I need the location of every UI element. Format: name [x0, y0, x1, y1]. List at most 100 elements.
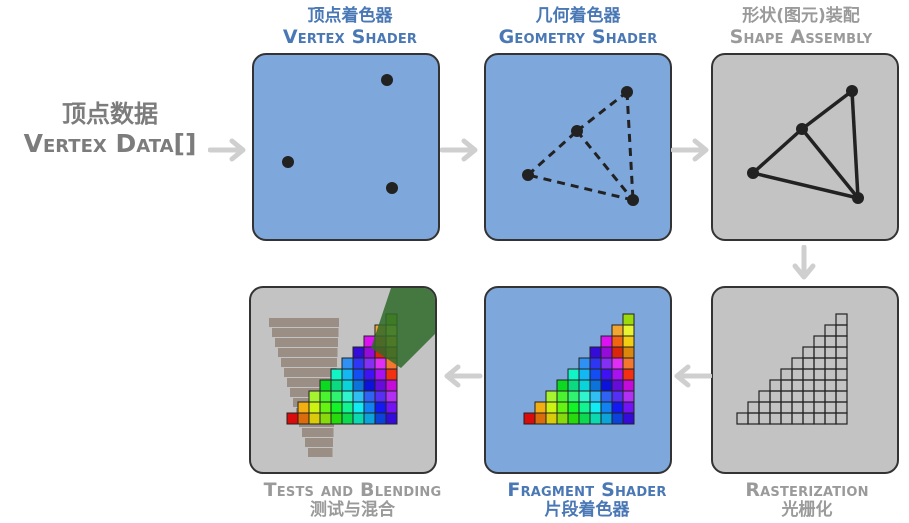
fragment-cell	[611, 368, 624, 381]
raster-cell	[791, 390, 804, 403]
geometry-vertex	[627, 194, 639, 206]
raster-cell	[802, 390, 815, 403]
raster-cell	[780, 368, 793, 381]
vertex-data-zh: 顶点数据	[62, 100, 158, 128]
blended-cell	[341, 401, 354, 414]
occluded-fragment	[305, 438, 333, 447]
blended-cell	[363, 401, 376, 414]
geometry-shader-zh: 几何着色器	[535, 6, 621, 26]
fragment-shader-title: Fragment Shader 片段着色器	[482, 481, 692, 519]
fragment-cell	[622, 324, 635, 337]
fragment-cell	[622, 335, 635, 348]
blended-cell	[385, 368, 398, 381]
fragment-cell	[622, 313, 635, 326]
raster-cell	[780, 379, 793, 392]
assembled-vertex	[747, 167, 759, 179]
blended-cell	[385, 390, 398, 403]
arrow-left-icon	[674, 364, 712, 388]
raster-cell	[758, 390, 771, 403]
vertex-shader-box	[252, 53, 440, 241]
fragment-cell	[611, 401, 624, 414]
geometry-shader-title: 几何着色器 Geometry Shader	[478, 8, 678, 47]
tests-blending-box	[249, 286, 437, 474]
raster-cell	[835, 368, 848, 381]
fragment-cell	[567, 379, 580, 392]
blended-cell	[319, 379, 332, 392]
shape-assembly-box	[711, 53, 899, 241]
blended-cell	[330, 379, 343, 392]
blended-cell	[374, 390, 387, 403]
geometry-vertex	[522, 169, 534, 181]
fragment-cell	[622, 368, 635, 381]
fragment-cell	[611, 324, 624, 337]
raster-cell	[824, 357, 837, 370]
fragment-cell	[589, 401, 602, 414]
occluded-fragment	[278, 348, 338, 357]
occluded-fragment	[284, 368, 337, 377]
tests-blending-zh: 测试与混合	[310, 500, 395, 520]
blended-cell	[341, 379, 354, 392]
fragment-cell	[600, 401, 613, 414]
raster-cell	[835, 313, 848, 326]
fragment-cell	[545, 401, 558, 414]
blended-cell	[374, 368, 387, 381]
raster-cell	[769, 401, 782, 414]
blended-cell	[352, 390, 365, 403]
fragment-cell	[589, 390, 602, 403]
raster-cell	[835, 335, 848, 348]
tests-blending-title: Tests and Blending 测试与混合	[245, 481, 460, 519]
occluded-fragment	[269, 318, 339, 327]
blended-cell	[341, 368, 354, 381]
blended-cell	[308, 390, 321, 403]
raster-cell	[736, 412, 749, 425]
vertex-point	[386, 182, 398, 194]
occluded-fragment	[272, 328, 339, 337]
raster-grid-drawing	[736, 313, 848, 425]
raster-cell	[780, 401, 793, 414]
vertex-points-drawing	[282, 74, 398, 194]
vertex-shader-title: 顶点着色器 Vertex Shader	[255, 8, 445, 47]
blended-cell	[363, 357, 376, 370]
fragment-cell	[600, 357, 613, 370]
fragment-cell	[600, 335, 613, 348]
raster-cell	[835, 379, 848, 392]
fragment-cell	[578, 401, 591, 414]
fragment-cell	[578, 412, 591, 425]
tests-blending-en: Tests and Blending	[263, 479, 442, 501]
fragment-cell	[600, 412, 613, 425]
rasterization-title: Rasterization 光栅化	[712, 481, 902, 519]
blended-cell	[385, 412, 398, 425]
rasterization-box	[711, 286, 899, 474]
raster-cell	[824, 368, 837, 381]
raster-cell	[813, 357, 826, 370]
rasterization-en: Rasterization	[745, 479, 869, 501]
fragment-cell	[556, 390, 569, 403]
blended-cell	[363, 368, 376, 381]
geometry-shader-box	[484, 53, 672, 241]
fragment-cell	[600, 368, 613, 381]
vertex-data-en: Vertex Data[]	[23, 128, 197, 158]
vertex-data-label: 顶点数据 Vertex Data[]	[10, 100, 210, 159]
blended-cell	[374, 357, 387, 370]
raster-cell	[835, 346, 848, 359]
raster-cell	[780, 412, 793, 425]
fragment-cell	[611, 412, 624, 425]
fragment-cell	[578, 368, 591, 381]
fragment-cell	[611, 346, 624, 359]
occluded-fragment	[308, 448, 333, 457]
raster-cell	[824, 401, 837, 414]
blended-cell	[330, 401, 343, 414]
blended-cell	[352, 368, 365, 381]
geometry-triangle-drawing	[522, 86, 639, 206]
blended-cell	[352, 412, 365, 425]
blended-cell	[363, 412, 376, 425]
blended-fragments-drawing	[269, 288, 435, 457]
fragment-cell	[567, 390, 580, 403]
fragment-cell	[567, 401, 580, 414]
blended-cell	[319, 390, 332, 403]
assembled-vertex	[846, 85, 858, 97]
rasterization-zh: 光栅化	[781, 500, 833, 520]
blended-cell	[374, 412, 387, 425]
occluded-fragment	[275, 338, 338, 347]
fragment-cell	[556, 412, 569, 425]
